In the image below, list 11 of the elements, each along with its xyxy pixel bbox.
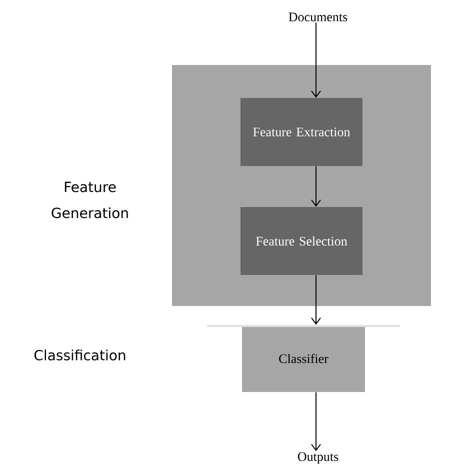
arrow: [311, 166, 321, 207]
arrow: [311, 22, 321, 98]
arrow: [311, 392, 321, 452]
text-label: Documents: [288, 12, 348, 22]
text-label: Outputs: [298, 452, 338, 464]
side-label: Classification: [34, 350, 126, 360]
process-box: Feature Selection: [240, 207, 362, 275]
process-box: Classifier: [242, 325, 365, 392]
arrow: [311, 274, 321, 325]
process-box: Feature Extraction: [240, 98, 362, 166]
group-heading: Feature Generation: [52, 182, 128, 218]
